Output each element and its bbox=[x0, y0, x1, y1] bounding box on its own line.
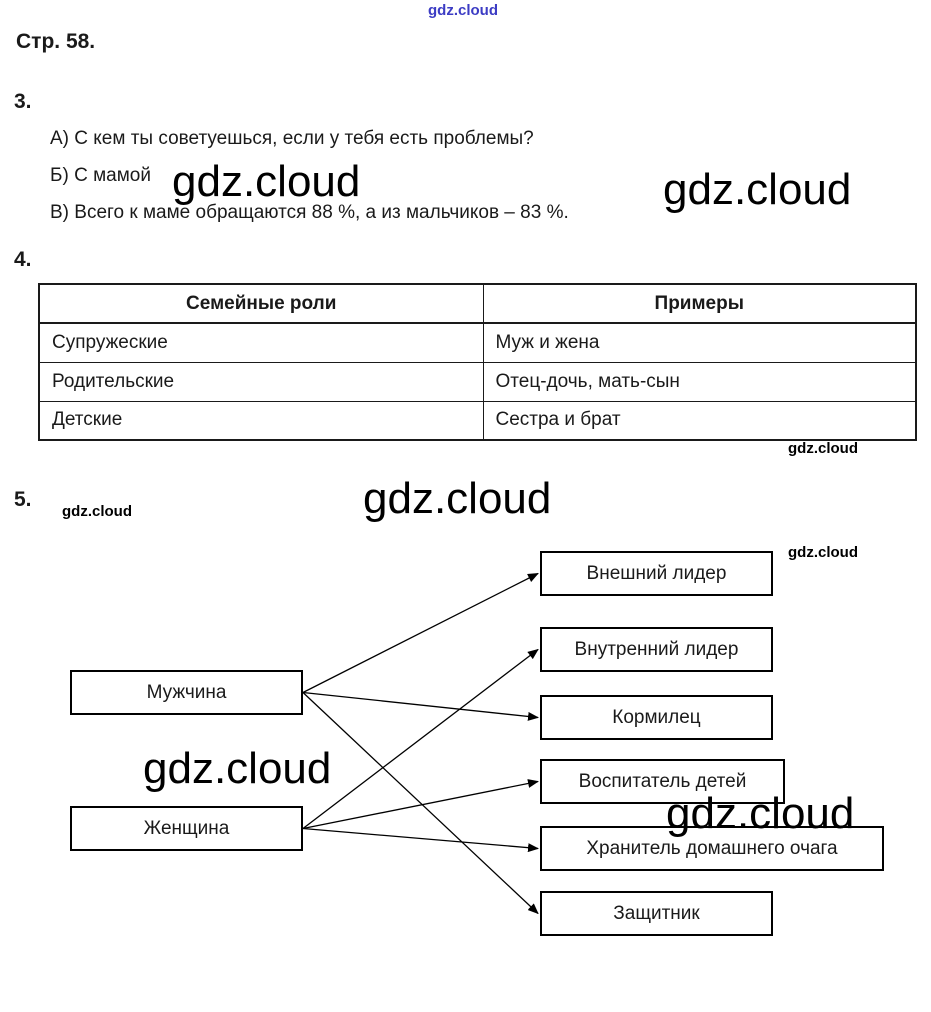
diagram-arrows bbox=[302, 572, 539, 915]
node-woman: Женщина bbox=[70, 806, 303, 851]
node-breadwinner: Кормилец bbox=[540, 695, 773, 740]
watermark: gdz.cloud bbox=[788, 440, 858, 457]
watermark: gdz.cloud bbox=[663, 165, 852, 214]
table-row: Супружеские Муж и жена bbox=[38, 322, 917, 363]
table-header-row: Семейные роли Примеры bbox=[38, 283, 917, 324]
cell-role: Супружеские bbox=[38, 322, 484, 363]
node-external-leader: Внешний лидер bbox=[540, 551, 773, 596]
task5-diagram: Мужчина Женщина Внешний лидер Внутренний… bbox=[0, 530, 931, 980]
cell-role: Родительские bbox=[38, 361, 484, 402]
node-defender: Защитник bbox=[540, 891, 773, 936]
watermark-top: gdz.cloud bbox=[428, 2, 498, 19]
node-man: Мужчина bbox=[70, 670, 303, 715]
cell-role: Детские bbox=[38, 400, 484, 441]
watermark: gdz.cloud bbox=[62, 503, 132, 520]
task4-number: 4. bbox=[14, 248, 32, 271]
cell-example: Отец-дочь, мать-сын bbox=[482, 361, 917, 402]
task3-line-a: А) С кем ты советуешься, если у тебя ест… bbox=[50, 128, 534, 149]
cell-example: Муж и жена bbox=[482, 322, 917, 363]
table-header-examples: Примеры bbox=[482, 283, 917, 324]
task3-number: 3. bbox=[14, 90, 32, 113]
page-title: Стр. 58. bbox=[16, 30, 96, 53]
node-children-educator: Воспитатель детей bbox=[540, 759, 785, 804]
task3-answer: А) С кем ты советуешься, если у тебя ест… bbox=[50, 127, 569, 238]
node-internal-leader: Внутренний лидер bbox=[540, 627, 773, 672]
family-roles-table: Семейные роли Примеры Супружеские Муж и … bbox=[38, 283, 917, 441]
table-header-roles: Семейные роли bbox=[38, 283, 484, 324]
task5-number: 5. bbox=[14, 488, 32, 511]
node-hearth-keeper: Хранитель домашнего очага bbox=[540, 826, 884, 871]
task3-line-b: Б) С мамой bbox=[50, 165, 151, 186]
table-row: Детские Сестра и брат bbox=[38, 400, 917, 441]
watermark: gdz.cloud bbox=[363, 474, 552, 523]
task3-line-v: В) Всего к маме обращаются 88 %, а из ма… bbox=[50, 202, 569, 223]
table-row: Родительские Отец-дочь, мать-сын bbox=[38, 361, 917, 402]
cell-example: Сестра и брат bbox=[482, 400, 917, 441]
